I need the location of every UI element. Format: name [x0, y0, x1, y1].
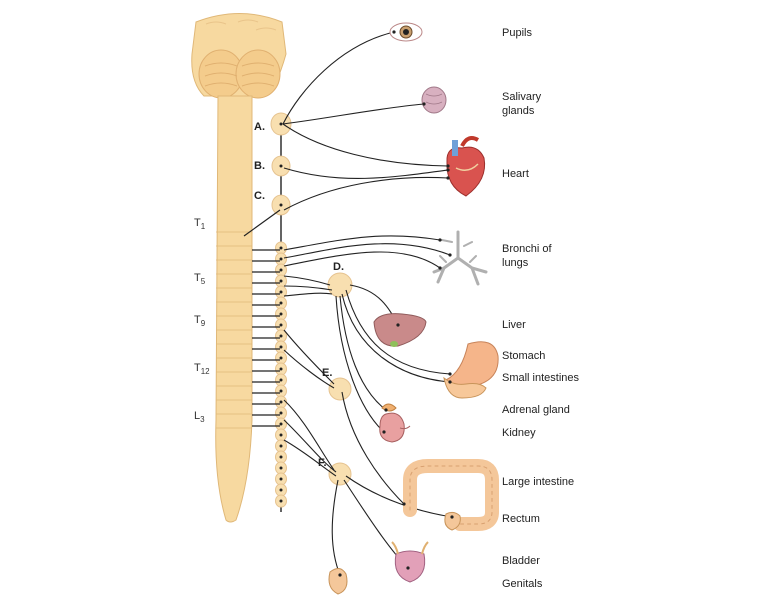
- brain: [191, 13, 287, 99]
- ganglion-label-f: F.: [318, 457, 327, 469]
- segment-label-t1: T1: [194, 217, 206, 232]
- spinal-cord: [215, 95, 253, 523]
- synapse-dot: [279, 268, 283, 272]
- heart-icon: [446, 136, 486, 197]
- genitals-icon: [328, 568, 348, 595]
- nerve-terminals: [338, 30, 454, 577]
- collateral-ganglia: [327, 272, 353, 486]
- synapse-dot: [279, 466, 283, 470]
- label-pupils: Pupils: [502, 27, 532, 39]
- synapse-dot: [279, 477, 283, 481]
- ganglion-label-c: C.: [254, 190, 265, 202]
- synapse-dot: [279, 246, 283, 250]
- segment-label-l3: L3: [194, 410, 205, 425]
- label-bladder: Bladder: [502, 555, 540, 567]
- stomach-icon: [445, 341, 499, 388]
- ganglion-label-b: B.: [254, 160, 265, 172]
- ganglion-label-a: A.: [254, 121, 265, 133]
- rectum-icon: [444, 511, 461, 531]
- ganglion-label-e: E.: [322, 367, 333, 379]
- synapse-dot: [279, 323, 283, 327]
- label-salivary-glands: Salivary glands: [502, 91, 542, 117]
- label-stomach: Stomach: [502, 350, 546, 362]
- segment-label-t9: T9: [194, 314, 206, 329]
- synapse-dot: [279, 279, 283, 283]
- synapse-dot: [279, 122, 283, 126]
- ganglion-f: [328, 462, 352, 486]
- liver-icon: [373, 313, 427, 347]
- synapse-dot: [279, 411, 283, 415]
- label-small-intestines: Small intestines: [502, 372, 580, 384]
- label-heart: Heart: [502, 168, 529, 180]
- kidney-icon: [379, 412, 411, 443]
- synapse-dot: [279, 433, 283, 437]
- synapse-dot: [279, 257, 283, 261]
- label-liver: Liver: [502, 319, 526, 331]
- synapse-dot: [279, 312, 283, 316]
- synapse-dot: [279, 334, 283, 338]
- synapse-dot: [279, 488, 283, 492]
- synapse-dot: [279, 203, 283, 207]
- nerve-fibers: [282, 31, 453, 576]
- synapse-dot: [279, 290, 283, 294]
- synapse-dot: [279, 422, 283, 426]
- sympathetic-chain: [270, 112, 292, 512]
- synapse-dot: [279, 164, 283, 168]
- synapse-dot: [279, 345, 283, 349]
- label-rectum: Rectum: [502, 513, 540, 525]
- ganglion-e: [328, 377, 352, 401]
- synapse-dot: [279, 455, 283, 459]
- ramus: [243, 209, 281, 237]
- cord-to-chain-rami: [243, 209, 281, 427]
- label-kidney: Kidney: [502, 427, 536, 439]
- synapse-dot: [279, 444, 283, 448]
- adrenal-gland-icon: [381, 403, 397, 412]
- salivary-gland-icon: [421, 86, 447, 114]
- label-genitals: Genitals: [502, 578, 543, 590]
- synapse-dot: [279, 400, 283, 404]
- synapse-dot: [279, 389, 283, 393]
- label-adrenal-gland: Adrenal gland: [502, 404, 570, 416]
- small-intestine-icon: [443, 376, 487, 399]
- bronchi-icon: [432, 230, 488, 286]
- synapse-dot: [279, 356, 283, 360]
- large-intestine-icon: [403, 459, 499, 531]
- synapse-dot: [279, 301, 283, 305]
- synapse-dot: [279, 378, 283, 382]
- segment-label-t5: T5: [194, 272, 206, 287]
- label-large-intestine: Large intestine: [502, 476, 575, 488]
- bladder-icon: [391, 541, 429, 583]
- synapse-dot: [279, 367, 283, 371]
- label-bronchi: Bronchi of lungs: [502, 243, 552, 269]
- eye-icon: [389, 22, 423, 42]
- segment-label-t12: T12: [194, 362, 210, 377]
- ganglion-label-d: D.: [333, 261, 344, 273]
- synapse-dot: [279, 499, 283, 503]
